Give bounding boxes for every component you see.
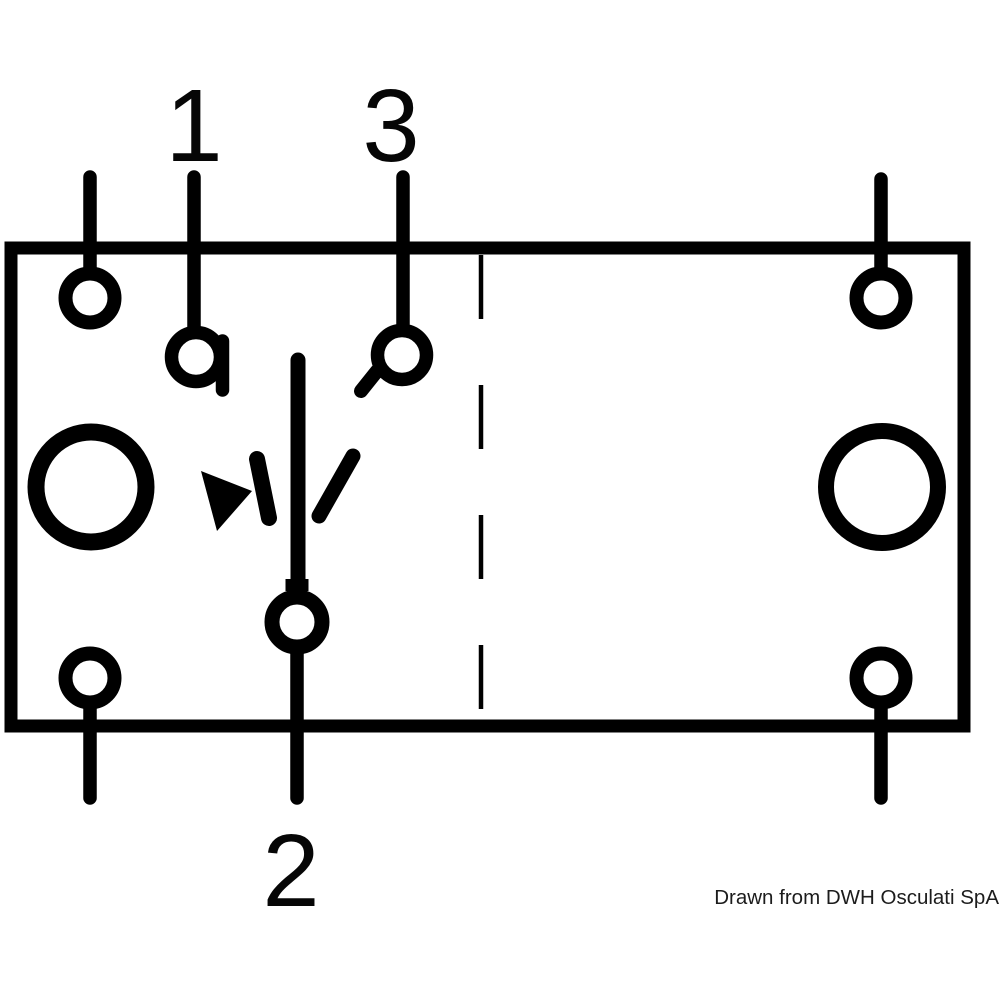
momentary-position-bar: [249, 451, 277, 526]
switch-body-outline: [4, 241, 971, 733]
momentary-arrow-icon: [201, 471, 252, 531]
credit-text: Drawn from DWH Osculati SpA: [714, 886, 999, 909]
common-terminal-2-ring: [264, 589, 330, 655]
mounting-hole-right: [818, 423, 946, 551]
contact-terminal-3: [354, 323, 434, 398]
screw-hole-top-right: [849, 266, 913, 330]
lever-position-right-stroke: [311, 448, 361, 524]
terminal-2-label: 2: [262, 813, 319, 928]
mounting-hole-left: [27, 423, 155, 551]
terminal-1-label: 1: [165, 68, 222, 183]
terminal-3-label: 3: [362, 68, 419, 183]
screw-hole-bottom-left: [58, 646, 122, 710]
contact-terminal-1: [164, 325, 230, 397]
switch-lever: [285, 352, 309, 596]
screw-hole-top-left: [58, 266, 122, 330]
screw-hole-bottom-right: [849, 646, 913, 710]
